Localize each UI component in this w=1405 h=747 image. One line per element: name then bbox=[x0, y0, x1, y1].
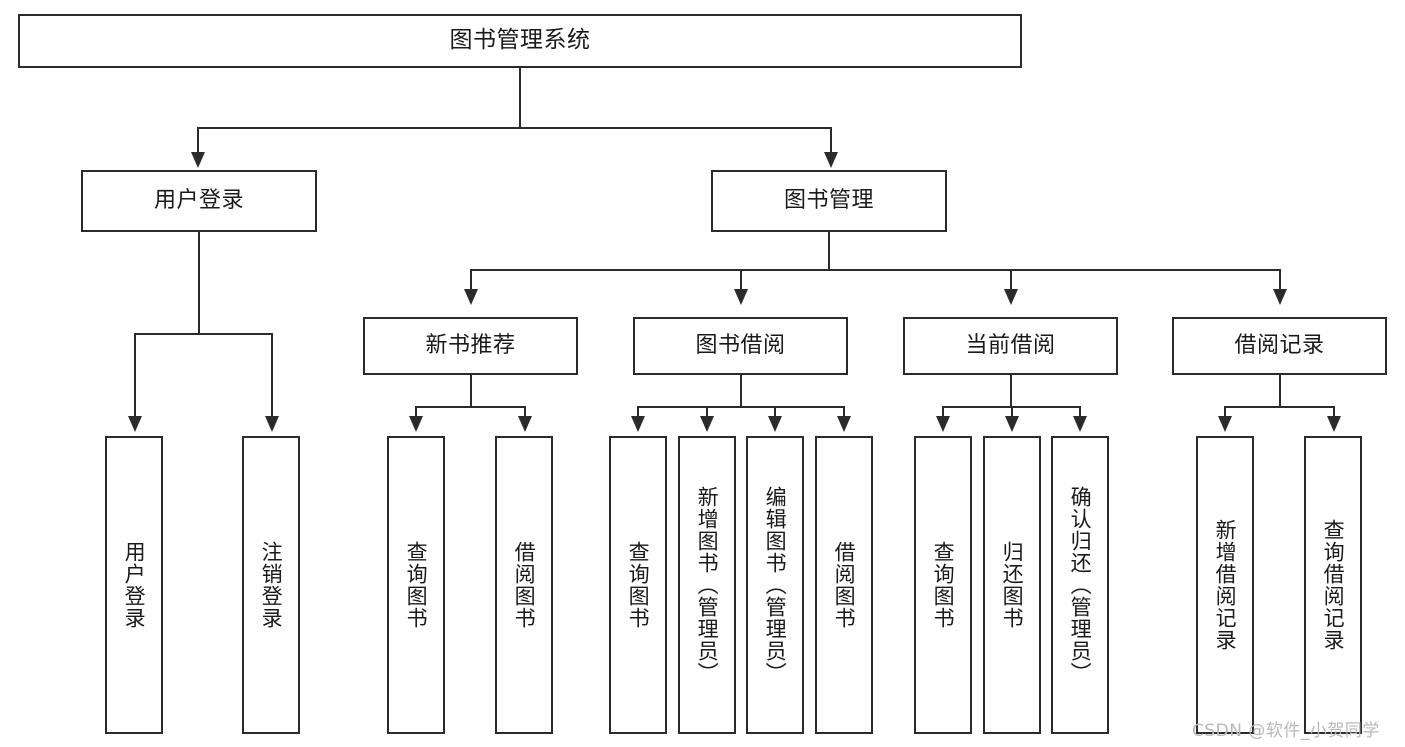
edge-level2-bus bbox=[197, 127, 832, 129]
node-user-login[interactable]: 用户登录 bbox=[81, 170, 317, 232]
node-current-borrow[interactable]: 当前借阅 bbox=[903, 317, 1118, 375]
arrow-to-new-book-recommend bbox=[464, 289, 478, 305]
leaf-new-book-recommend-1[interactable]: 借阅图书 bbox=[495, 436, 553, 734]
arrow-to-current-borrow bbox=[1004, 289, 1018, 305]
edge-level3-bus bbox=[470, 269, 1280, 271]
arrow-book-borrow-child-3 bbox=[768, 416, 782, 432]
node-label: 当前借阅 bbox=[965, 332, 1056, 358]
leaf-borrow-record-1[interactable]: 查询借阅记录 bbox=[1304, 436, 1362, 734]
node-label: 确认归还（管理员） bbox=[1068, 486, 1093, 684]
leaf-book-borrow-0[interactable]: 查询图书 bbox=[609, 436, 667, 734]
arrow-to-borrow-record bbox=[1273, 289, 1287, 305]
edge-user-login-child-2 bbox=[271, 333, 273, 418]
edge-book-borrow-child-2 bbox=[706, 406, 708, 418]
arrow-current-borrow-child-3 bbox=[1073, 416, 1087, 432]
node-label: 借阅图书 bbox=[832, 541, 857, 629]
node-label: 图书管理系统 bbox=[449, 27, 591, 54]
edge-current-borrow-child-1 bbox=[942, 406, 944, 418]
edge-new-book-recommend-stem bbox=[470, 375, 472, 407]
node-book-management[interactable]: 图书管理 bbox=[711, 170, 947, 232]
node-label: 新增图书（管理员） bbox=[695, 486, 720, 684]
arrow-book-borrow-child-2 bbox=[700, 416, 714, 432]
arrow-book-borrow-child-4 bbox=[837, 416, 851, 432]
node-label: 查询图书 bbox=[931, 541, 956, 629]
edge-borrow-record-bus bbox=[1224, 406, 1334, 408]
edge-to-book-borrow bbox=[740, 269, 742, 291]
node-borrow-record[interactable]: 借阅记录 bbox=[1172, 317, 1387, 375]
edge-current-borrow-child-3 bbox=[1079, 406, 1081, 418]
edge-borrow-record-child-2 bbox=[1333, 406, 1335, 418]
arrow-to-user-login bbox=[191, 152, 205, 168]
leaf-borrow-record-0[interactable]: 新增借阅记录 bbox=[1196, 436, 1254, 734]
arrow-user-login-child-1 bbox=[128, 416, 142, 432]
edge-new-book-recommend-bus bbox=[415, 406, 525, 408]
leaf-book-borrow-2[interactable]: 编辑图书（管理员） bbox=[746, 436, 804, 734]
node-label: 编辑图书（管理员） bbox=[763, 486, 788, 684]
node-root-book-management-system[interactable]: 图书管理系统 bbox=[18, 14, 1022, 68]
edge-to-borrow-record bbox=[1279, 269, 1281, 291]
edge-to-new-book-recommend bbox=[470, 269, 472, 291]
edge-book-borrow-child-4 bbox=[843, 406, 845, 418]
arrow-user-login-child-2 bbox=[265, 416, 279, 432]
edge-new-book-recommend-child-2 bbox=[524, 406, 526, 418]
leaf-book-borrow-1[interactable]: 新增图书（管理员） bbox=[678, 436, 736, 734]
leaf-current-borrow-2[interactable]: 确认归还（管理员） bbox=[1051, 436, 1109, 734]
edge-current-borrow-child-2 bbox=[1011, 406, 1013, 418]
node-label: 查询借阅记录 bbox=[1321, 519, 1346, 651]
node-label: 图书借阅 bbox=[695, 332, 786, 358]
node-label: 查询图书 bbox=[626, 541, 651, 629]
node-label: 借阅图书 bbox=[512, 541, 537, 629]
arrow-to-book-borrow bbox=[734, 289, 748, 305]
leaf-user-login-0[interactable]: 用户登录 bbox=[105, 436, 163, 734]
edge-user-login-stem bbox=[198, 232, 200, 334]
leaf-user-login-1[interactable]: 注销登录 bbox=[242, 436, 300, 734]
node-label: 查询图书 bbox=[404, 541, 429, 629]
edge-borrow-record-child-1 bbox=[1224, 406, 1226, 418]
arrow-to-book-management bbox=[824, 152, 838, 168]
edge-borrow-record-stem bbox=[1279, 375, 1281, 407]
node-label: 归还图书 bbox=[1000, 541, 1025, 629]
csdn-watermark: CSDN @软件_小贺同学 bbox=[1192, 721, 1380, 741]
leaf-new-book-recommend-0[interactable]: 查询图书 bbox=[387, 436, 445, 734]
node-label: 新增借阅记录 bbox=[1213, 519, 1238, 651]
node-label: 借阅记录 bbox=[1234, 332, 1325, 358]
edge-to-book-management bbox=[830, 127, 832, 154]
edge-to-user-login bbox=[197, 127, 199, 154]
edge-to-current-borrow bbox=[1010, 269, 1012, 291]
arrow-borrow-record-child-2 bbox=[1327, 416, 1341, 432]
node-label: 用户登录 bbox=[122, 541, 147, 629]
leaf-current-borrow-1[interactable]: 归还图书 bbox=[983, 436, 1041, 734]
arrow-book-borrow-child-1 bbox=[631, 416, 645, 432]
edge-new-book-recommend-child-1 bbox=[415, 406, 417, 418]
node-label: 注销登录 bbox=[259, 541, 284, 629]
edge-user-login-child-1 bbox=[134, 333, 136, 418]
edge-book-management-stem bbox=[828, 232, 830, 270]
edge-user-login-bus bbox=[134, 333, 272, 335]
node-book-borrow[interactable]: 图书借阅 bbox=[633, 317, 848, 375]
edge-book-borrow-stem bbox=[740, 375, 742, 407]
node-new-book-recommend[interactable]: 新书推荐 bbox=[363, 317, 578, 375]
node-label: 用户登录 bbox=[153, 187, 244, 213]
arrow-borrow-record-child-1 bbox=[1218, 416, 1232, 432]
edge-current-borrow-stem bbox=[1010, 375, 1012, 407]
edge-book-borrow-child-3 bbox=[774, 406, 776, 418]
arrow-current-borrow-child-1 bbox=[936, 416, 950, 432]
edge-root-stem bbox=[519, 68, 521, 128]
leaf-book-borrow-3[interactable]: 借阅图书 bbox=[815, 436, 873, 734]
leaf-current-borrow-0[interactable]: 查询图书 bbox=[914, 436, 972, 734]
edge-book-borrow-bus bbox=[637, 406, 845, 408]
edge-book-borrow-child-1 bbox=[637, 406, 639, 418]
arrow-current-borrow-child-2 bbox=[1005, 416, 1019, 432]
node-label: 图书管理 bbox=[783, 187, 874, 213]
arrow-new-book-recommend-child-1 bbox=[409, 416, 423, 432]
node-label: 新书推荐 bbox=[425, 332, 516, 358]
arrow-new-book-recommend-child-2 bbox=[518, 416, 532, 432]
